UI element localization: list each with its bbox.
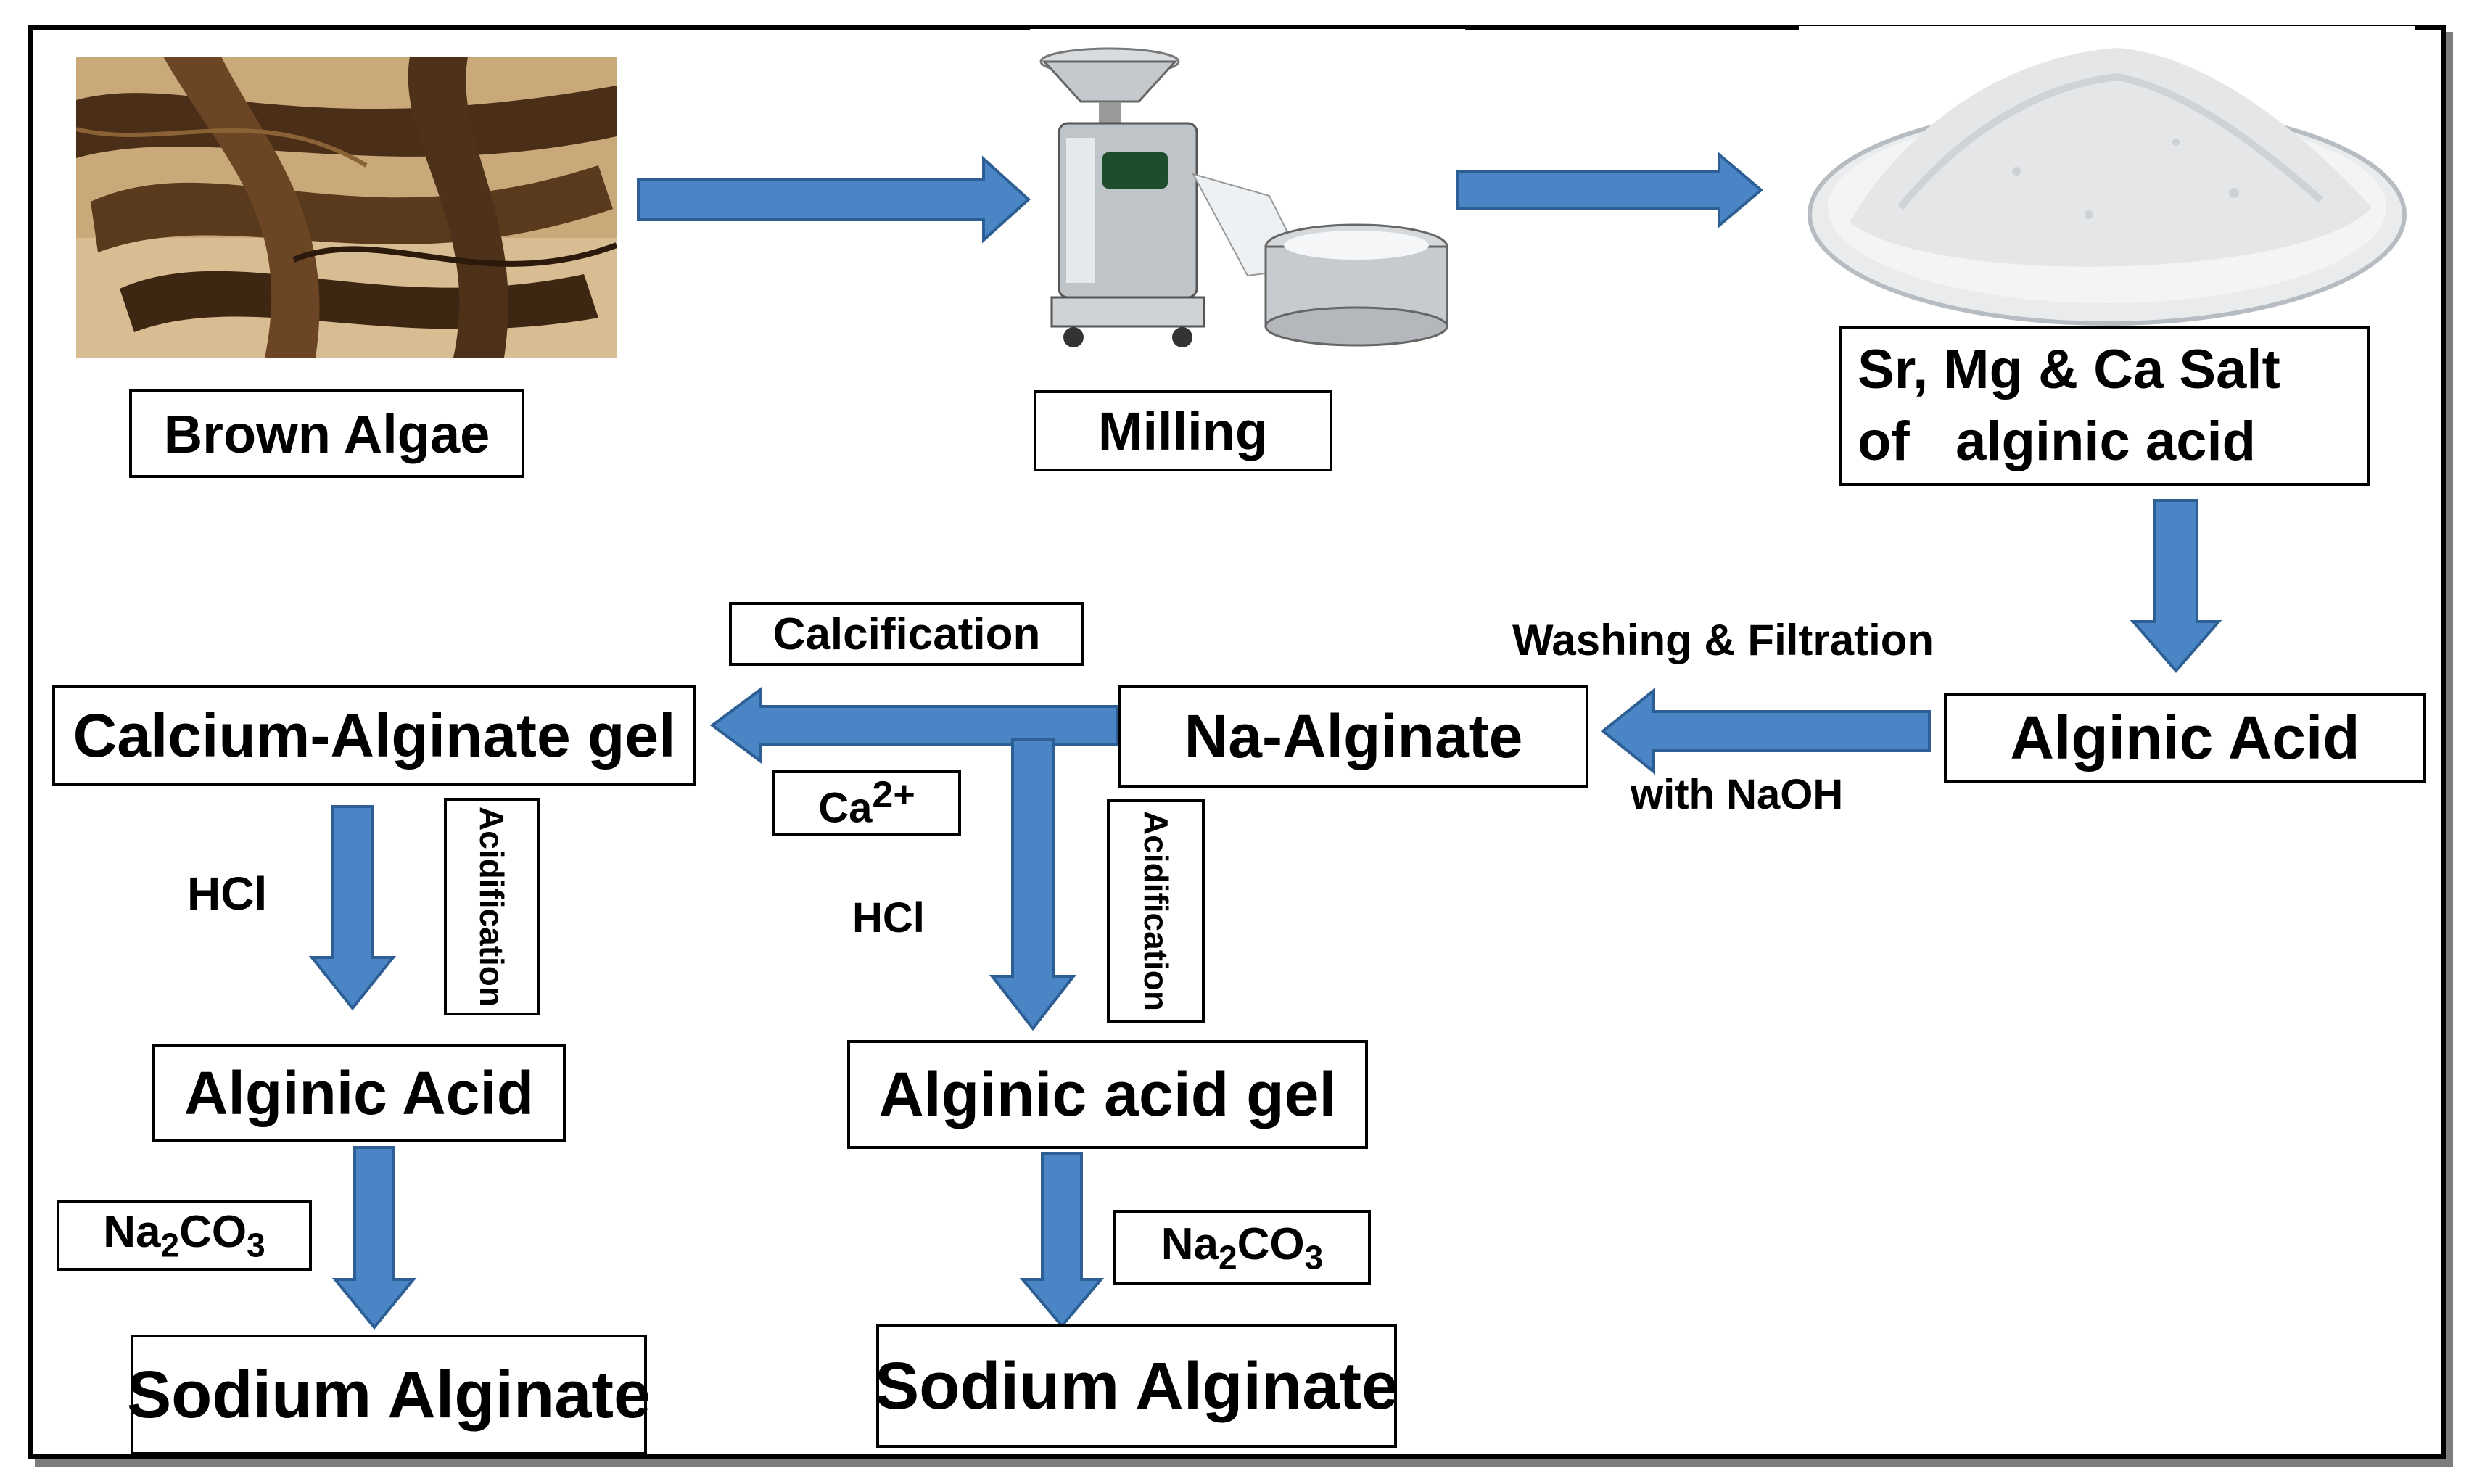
na2co3-right-label: Na2CO3: [1161, 1219, 1323, 1277]
na2co3-left-na: Na: [103, 1206, 161, 1257]
brown-algae-photo: [76, 57, 617, 358]
arrow-alginic-to-na: [1600, 687, 1931, 775]
hcl-left-label: HCl: [187, 867, 268, 920]
arrow-calcium-to-alginic: [308, 805, 397, 1011]
brown-algae-label: Brown Algae: [163, 403, 490, 464]
alginic-acid-gel-box: Alginic acid gel: [847, 1040, 1368, 1149]
sodium-alginate-right-label: Sodium Alginate: [874, 1348, 1399, 1423]
calcification-label: Calcification: [772, 609, 1041, 659]
with-naoh-label: with NaOH: [1631, 771, 1844, 818]
arrow-salt-to-alginic: [2130, 499, 2222, 674]
ca-charge: 2+: [872, 774, 915, 817]
sodium-alginate-left-box: Sodium Alginate: [127, 1335, 651, 1455]
salt-label-line2: of alginic acid: [1858, 411, 2256, 472]
ca-ion-box: Ca2+: [772, 770, 961, 836]
acidification-mid-box: Acidification: [1107, 799, 1205, 1023]
arrow-milling-to-salt: [1456, 151, 1764, 229]
arrow-algae-to-milling: [637, 155, 1031, 244]
na2co3-left-box: Na2CO3: [57, 1200, 312, 1271]
na2co3-left-sub2: 2: [160, 1226, 180, 1264]
na-alginate-box: Na-Alginate: [1118, 685, 1588, 788]
powder-photo: [1799, 26, 2415, 331]
milling-label: Milling: [1097, 400, 1269, 461]
sodium-alginate-right-box: Sodium Alginate: [874, 1324, 1399, 1448]
sodium-alginate-left-label: Sodium Alginate: [126, 1357, 651, 1432]
arrow-alginic-to-sodium-left: [331, 1146, 417, 1330]
na2co3-right-box: Na2CO3: [1113, 1210, 1371, 1285]
alginic-acid-left-box: Alginic Acid: [152, 1044, 566, 1142]
arrow-na-to-calcium: [709, 687, 1118, 764]
calcium-alginate-gel-label: Calcium-Alginate gel: [73, 701, 676, 770]
na2co3-left-co: CO: [179, 1206, 247, 1257]
na2co3-right-sub3: 3: [1304, 1238, 1324, 1277]
alginic-acid-gel-label: Alginic acid gel: [878, 1059, 1337, 1129]
alginic-acid-top-box: Alginic Acid: [1944, 693, 2426, 783]
ca-base: Ca: [818, 784, 873, 832]
brown-algae-box: Brown Algae: [129, 389, 524, 478]
na2co3-left-sub3: 3: [247, 1226, 265, 1264]
milling-box: Milling: [1034, 390, 1332, 471]
calcium-alginate-gel-box: Calcium-Alginate gel: [52, 685, 696, 786]
alginic-acid-left-label: Alginic Acid: [184, 1059, 535, 1127]
acidification-left-label: Acidification: [473, 806, 511, 1007]
arrow-gel-to-sodium-right: [1019, 1152, 1105, 1329]
na2co3-right-na: Na: [1161, 1219, 1219, 1269]
salt-label-line1: Sr, Mg & Ca Salt: [1858, 339, 2280, 401]
salt-box: Sr, Mg & Ca Salt of alginic acid: [1839, 326, 2370, 486]
milling-photo: [1030, 29, 1465, 363]
na2co3-right-sub2: 2: [1219, 1238, 1237, 1277]
na2co3-right-co: CO: [1237, 1219, 1305, 1269]
na-alginate-label: Na-Alginate: [1184, 701, 1523, 770]
hcl-mid-label: HCl: [852, 894, 925, 941]
calcification-box: Calcification: [729, 602, 1084, 666]
alginic-acid-top-label: Alginic Acid: [2010, 704, 2360, 772]
ca-ion-label: Ca2+: [818, 773, 915, 832]
washing-filtration-label: Washing & Filtration: [1512, 616, 1934, 664]
arrow-na-to-alginic-gel: [989, 738, 1077, 1031]
acidification-mid-label: Acidification: [1137, 810, 1175, 1012]
acidification-left-box: Acidification: [444, 798, 540, 1015]
na2co3-left-label: Na2CO3: [103, 1206, 265, 1264]
